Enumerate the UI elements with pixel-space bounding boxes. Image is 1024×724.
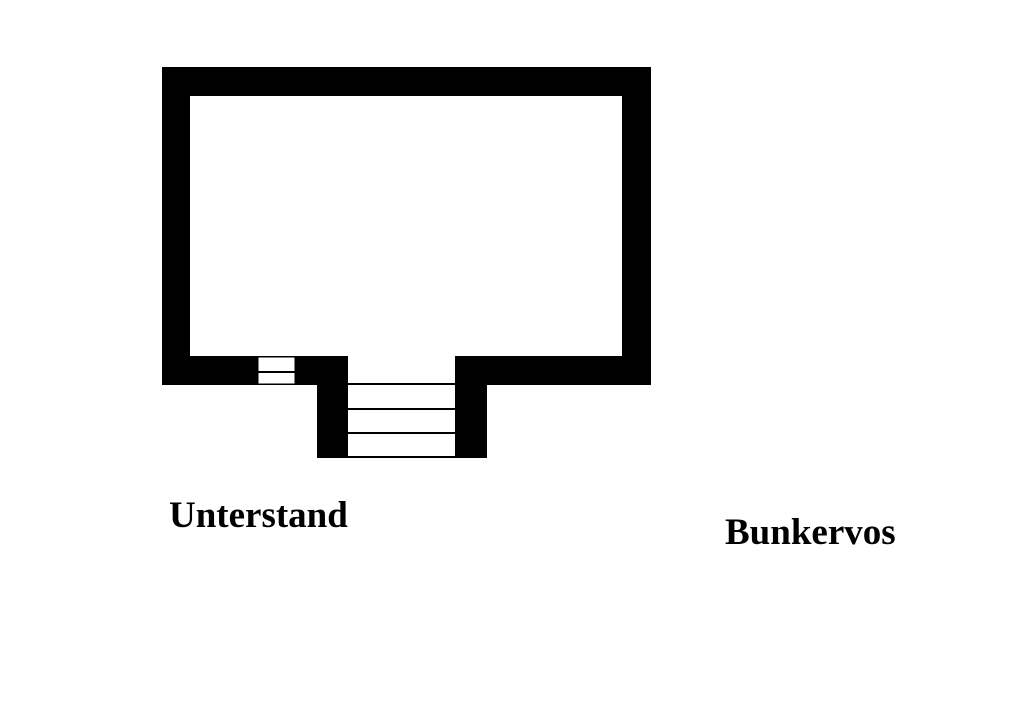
wall-opening (257, 356, 296, 385)
entrance-right-wall (455, 356, 487, 458)
entrance-left-wall (317, 356, 348, 458)
stairway (348, 356, 455, 458)
main-room-walls (162, 67, 651, 385)
author-credit-label: Bunkervos (725, 512, 896, 553)
structure-type-label: Unterstand (169, 495, 348, 536)
